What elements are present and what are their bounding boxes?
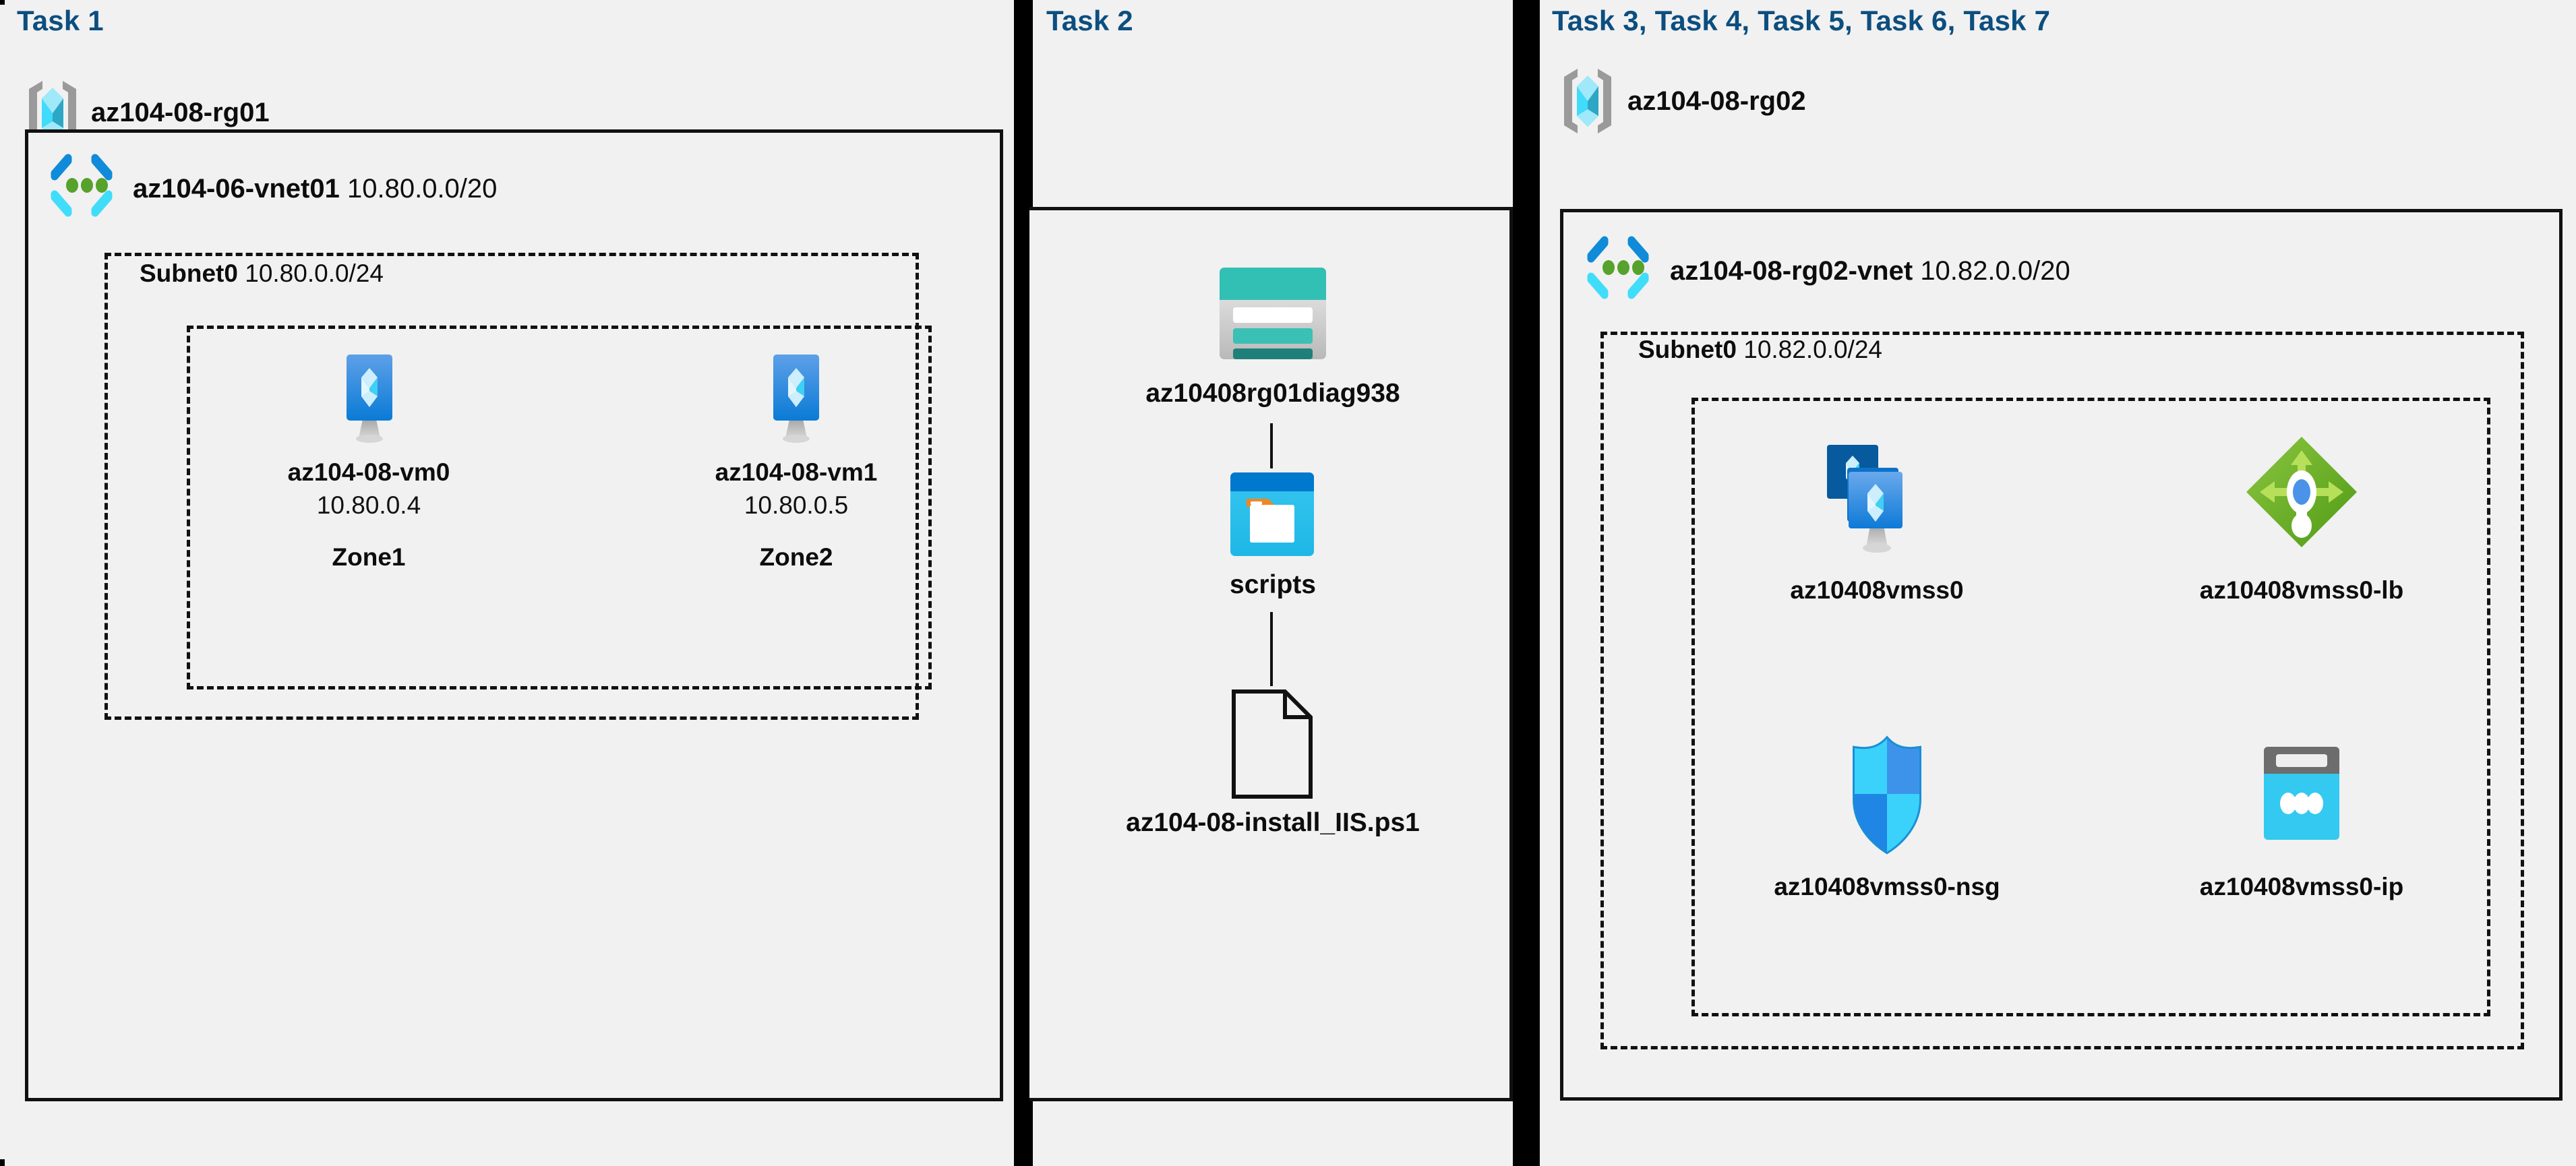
task-2-heading: Task 2 <box>1046 5 1133 36</box>
network-security-group-icon <box>1847 735 1927 856</box>
vm-0-zone: Zone1 <box>332 543 406 572</box>
public-ip-address-icon <box>2254 741 2349 849</box>
vm-0-name: az104-08-vm0 <box>287 458 450 486</box>
task-1-heading: Task 1 <box>17 5 104 36</box>
subnet-boundary-box <box>104 253 919 720</box>
resource-group-icon <box>1560 67 1615 135</box>
virtual-network-icon <box>1587 236 1649 299</box>
virtual-network-icon <box>51 154 113 217</box>
subnet-label: Subnet0 10.82.0.0/24 <box>1638 336 1882 364</box>
nsg-labels: az10408vmss0-nsg <box>1708 873 2066 902</box>
subnet-name: Subnet0 <box>1638 336 1737 363</box>
resource-group-inner-box <box>1691 398 2490 1016</box>
load-balancer-icon <box>2241 431 2362 553</box>
subnet-label: Subnet0 10.80.0.0/24 <box>140 259 384 288</box>
virtual-machine-icon <box>333 352 406 445</box>
vnet-label: az104-08-rg02-vnet 10.82.0.0/20 <box>1670 256 2070 286</box>
vnet-name: az104-06-vnet01 <box>133 174 340 204</box>
resource-group-name: az104-08-rg01 <box>91 98 270 127</box>
vm-0-labels: az104-08-vm0 10.80.0.4 Zone1 <box>180 458 558 572</box>
column-separator-2 <box>1513 0 1540 1166</box>
task-3-7-heading: Task 3, Task 4, Task 5, Task 6, Task 7 <box>1552 5 2051 36</box>
nsg-name: az10408vmss0-nsg <box>1774 873 2000 900</box>
connector-scripts-to-file <box>1270 612 1273 686</box>
vnet-cidr: 10.82.0.0/20 <box>1920 256 2070 286</box>
subnet-name: Subnet0 <box>140 259 238 287</box>
task-1-column: Task 1 az104-08-rg01 <box>5 0 1014 1166</box>
vnet-cidr: 10.80.0.0/20 <box>347 174 498 204</box>
vm-1-labels: az104-08-vm1 10.80.0.5 Zone2 <box>607 458 985 572</box>
file-labels: az104-08-install_IIS.ps1 <box>1033 808 1513 838</box>
blob-container-name: scripts <box>1230 570 1316 599</box>
file-icon <box>1228 687 1316 801</box>
task-2-column: Task 2 az10408rg01diag938 <box>1029 0 1513 1166</box>
file-name: az104-08-install_IIS.ps1 <box>1126 808 1420 837</box>
storage-account-labels: az10408rg01diag938 <box>1033 379 1513 409</box>
vm-1-ip: 10.80.0.5 <box>744 491 849 519</box>
vmss-labels: az10408vmss0 <box>1702 576 2052 605</box>
resource-group-name: az104-08-rg02 <box>1627 86 1806 116</box>
storage-account-name: az10408rg01diag938 <box>1145 379 1400 408</box>
vm-0-ip: 10.80.0.4 <box>316 491 421 519</box>
connector-storage-to-scripts <box>1270 423 1273 468</box>
vnet-name: az104-08-rg02-vnet <box>1670 256 1913 286</box>
public-ip-labels: az10408vmss0-ip <box>2126 873 2477 902</box>
blob-container-labels: scripts <box>1033 570 1513 601</box>
vm-scale-set-icon <box>1808 438 1943 573</box>
storage-account-icon <box>1211 259 1334 367</box>
vmss-name: az10408vmss0 <box>1790 576 1964 604</box>
load-balancer-labels: az10408vmss0-lb <box>2113 576 2490 605</box>
vm-1-zone: Zone2 <box>759 543 833 572</box>
vm-1-name: az104-08-vm1 <box>715 458 878 486</box>
vnet-label: az104-06-vnet01 10.80.0.0/20 <box>133 174 497 204</box>
vnet-boundary-box <box>1560 209 2563 1101</box>
task-3-7-column: Task 3, Task 4, Task 5, Task 6, Task 7 a… <box>1540 0 2576 1166</box>
subnet-cidr: 10.80.0.0/24 <box>245 259 384 287</box>
vm-group-box <box>187 326 932 689</box>
subnet-cidr: 10.82.0.0/24 <box>1743 336 1882 363</box>
virtual-machine-icon <box>760 352 833 445</box>
load-balancer-name: az10408vmss0-lb <box>2199 576 2404 604</box>
subnet-boundary-box <box>1600 332 2524 1049</box>
public-ip-name: az10408vmss0-ip <box>2199 873 2404 900</box>
blob-container-icon <box>1226 468 1318 560</box>
